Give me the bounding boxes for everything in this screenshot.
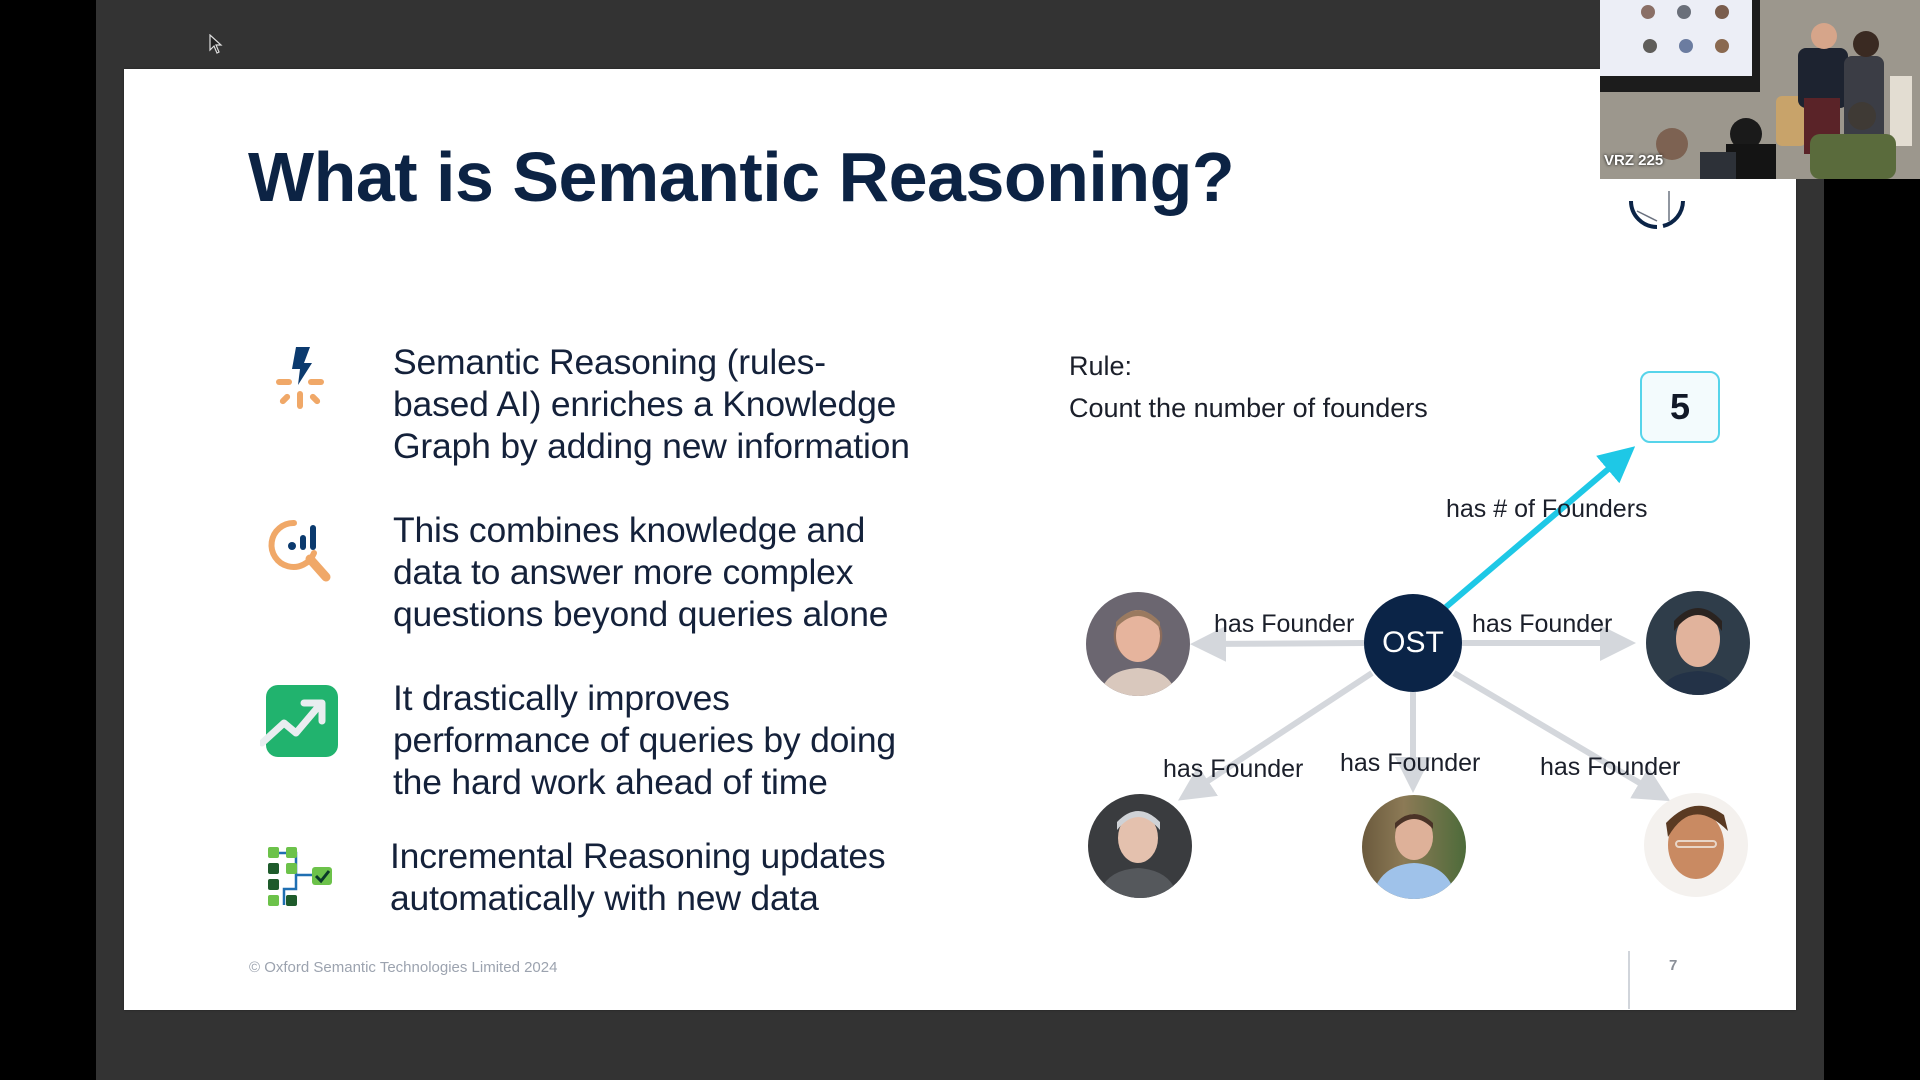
- founder-photo: [1086, 592, 1190, 696]
- rule-label: Rule:: [1069, 351, 1133, 381]
- founder-photo: [1644, 793, 1748, 897]
- founder-photo: [1088, 794, 1192, 898]
- bullet-text: Incremental Reasoning updates automatica…: [390, 836, 886, 918]
- ost-center-node: OST: [1364, 594, 1462, 692]
- bullet-text: This combines knowledge and data to answ…: [393, 510, 889, 634]
- count-edge-label: has # of Founders: [1446, 495, 1648, 523]
- founder-count-value: 5: [1640, 371, 1720, 443]
- ost-logo-icon: [1629, 191, 1685, 229]
- edge-label-bottom-right: has Founder: [1540, 753, 1681, 781]
- copyright-footer: © Oxford Semantic Technologies Limited 2…: [249, 959, 558, 976]
- lightning-spark-icon: [276, 347, 324, 409]
- webcam-video-feed[interactable]: VRZ 225: [1600, 0, 1920, 179]
- mouse-cursor-icon: [209, 34, 223, 54]
- slide-page-number: 7: [1669, 957, 1678, 974]
- webcam-room-label: VRZ 225: [1604, 152, 1664, 169]
- slide-title: What is Semantic Reasoning?: [248, 138, 1235, 216]
- magnifier-chart-icon: [268, 519, 331, 582]
- founder-photo: [1362, 795, 1466, 899]
- footer-divider: [1628, 951, 1630, 1009]
- slide: What is Semantic Reasoning? Semantic Rea…: [124, 69, 1796, 1010]
- flow-check-icon: [268, 847, 332, 906]
- edge-label-bottom-left: has Founder: [1163, 755, 1304, 783]
- webcam-scene: [1600, 0, 1920, 179]
- edge-label-left: has Founder: [1214, 610, 1355, 638]
- knowledge-graph-edges: [1177, 446, 1671, 802]
- trending-up-icon: [260, 685, 338, 757]
- bullet-text: Semantic Reasoning (rules- based AI) enr…: [393, 342, 910, 466]
- founder-photo: [1646, 591, 1750, 695]
- bullet-text: It drastically improves performance of q…: [393, 678, 896, 802]
- edge-label-bottom-center: has Founder: [1340, 749, 1481, 777]
- edge-label-right: has Founder: [1472, 610, 1613, 638]
- rule-text: Count the number of founders: [1069, 393, 1428, 423]
